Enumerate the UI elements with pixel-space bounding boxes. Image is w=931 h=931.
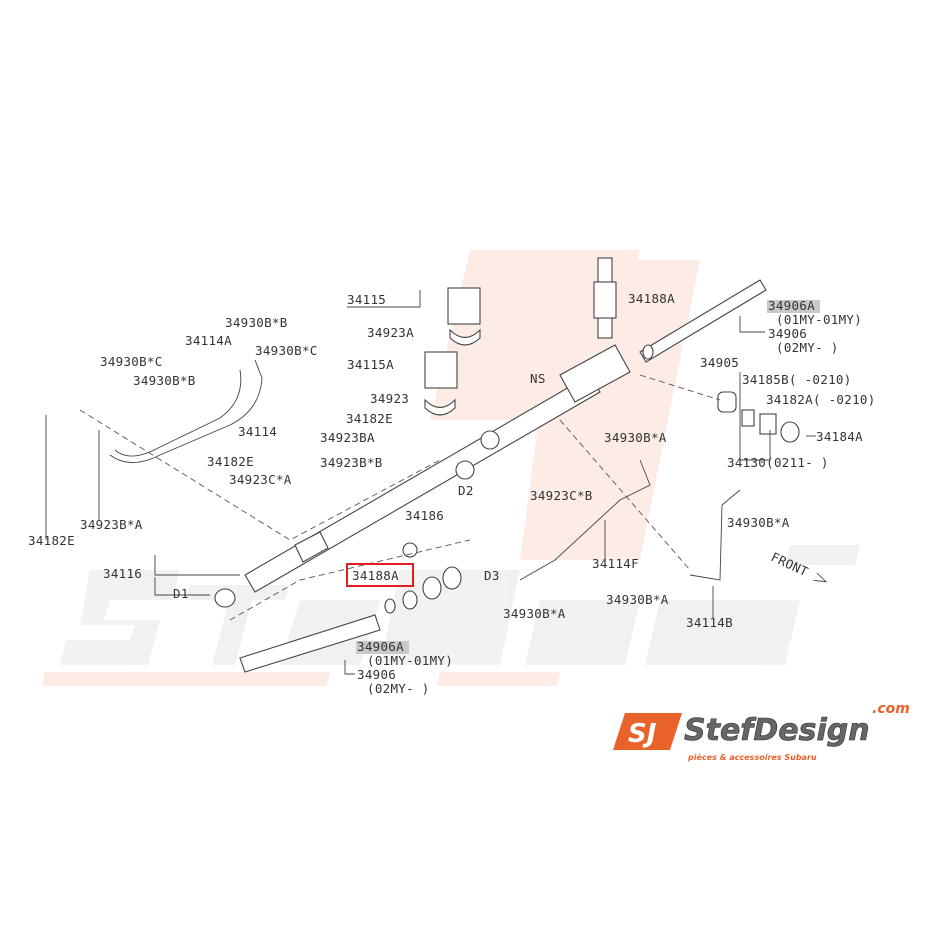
part-label[interactable]: 34182A( -0210) bbox=[766, 392, 876, 407]
part-label[interactable]: 34930B*B bbox=[225, 315, 288, 330]
part-label[interactable]: 34182E bbox=[207, 454, 254, 469]
logo-tld: .com bbox=[872, 701, 910, 717]
part-note: (01MY-01MY) bbox=[776, 312, 862, 327]
part-label[interactable]: 34185B( -0210) bbox=[742, 372, 852, 387]
part-label[interactable]: 34114B bbox=[686, 615, 733, 630]
part-label[interactable]: 34182E bbox=[28, 533, 75, 548]
part-label[interactable]: 34923A bbox=[367, 325, 414, 340]
part-label[interactable]: 34114 bbox=[238, 424, 277, 439]
stefdesign-logo: SJ StefDesign .com pièces & accessoires … bbox=[613, 701, 910, 762]
part-note: (02MY- ) bbox=[367, 681, 430, 696]
highlight-box bbox=[346, 563, 414, 587]
logo-mark-text: SJ bbox=[628, 719, 657, 749]
steering-rack bbox=[239, 257, 767, 673]
part-label[interactable]: 34923 bbox=[370, 391, 409, 406]
watermark-tagline-shape bbox=[42, 672, 560, 686]
part-label: D1 bbox=[173, 586, 189, 601]
part-label: D3 bbox=[484, 568, 500, 583]
part-label-highlighted[interactable]: 34188A bbox=[352, 568, 399, 583]
part-label[interactable]: 34923B*B bbox=[320, 455, 383, 470]
part-label: D2 bbox=[458, 483, 474, 498]
part-label[interactable]: 34906A bbox=[768, 298, 815, 313]
part-label: NS bbox=[530, 371, 546, 386]
part-label[interactable]: 34930B*A bbox=[606, 592, 669, 607]
logo-mark-icon bbox=[613, 713, 682, 750]
part-label[interactable]: 34906A bbox=[357, 639, 404, 654]
part-label[interactable]: 34116 bbox=[103, 566, 142, 581]
part-label[interactable]: 34930B*A bbox=[503, 606, 566, 621]
part-note: (02MY- ) bbox=[776, 340, 839, 355]
part-label[interactable]: 34905 bbox=[700, 355, 739, 370]
part-label[interactable]: 34923BA bbox=[320, 430, 375, 445]
part-label[interactable]: 34930B*B bbox=[133, 373, 196, 388]
part-labels: 34115 34923A 34115A 34923 34188A 34906A … bbox=[28, 291, 876, 696]
highlight-34906A-bot bbox=[356, 641, 409, 654]
bushing-34115A bbox=[424, 351, 458, 389]
logo-brand: StefDesign bbox=[684, 713, 870, 748]
part-label[interactable]: 34906 bbox=[357, 667, 396, 682]
part-label[interactable]: 34114A bbox=[185, 333, 232, 348]
part-label[interactable]: 34182E bbox=[346, 411, 393, 426]
logo-tagline: pièces & accessoires Subaru bbox=[687, 752, 817, 762]
part-label[interactable]: 34930B*C bbox=[255, 343, 318, 358]
part-label[interactable]: 34923C*B bbox=[530, 488, 593, 503]
part-label[interactable]: 34188A bbox=[628, 291, 675, 306]
watermark-brand-shape bbox=[60, 545, 860, 665]
part-label[interactable]: 34115A bbox=[347, 357, 394, 372]
part-label[interactable]: 34923B*A bbox=[80, 517, 143, 532]
part-label[interactable]: 34930B*A bbox=[604, 430, 667, 445]
part-label[interactable]: 34186 bbox=[405, 508, 444, 523]
highlight-34906A-top bbox=[767, 300, 820, 313]
part-note: (01MY-01MY) bbox=[367, 653, 453, 668]
part-label[interactable]: 34930B*A bbox=[727, 515, 790, 530]
bushing-34115 bbox=[447, 287, 481, 325]
part-label[interactable]: 34184A bbox=[816, 429, 863, 444]
part-label[interactable]: 34906 bbox=[768, 326, 807, 341]
part-label[interactable]: 34114F bbox=[592, 556, 639, 571]
part-label[interactable]: 34115 bbox=[347, 292, 386, 307]
part-label[interactable]: 34930B*C bbox=[100, 354, 163, 369]
part-label[interactable]: 34130(0211- ) bbox=[727, 455, 829, 470]
part-label[interactable]: 34923C*A bbox=[229, 472, 292, 487]
